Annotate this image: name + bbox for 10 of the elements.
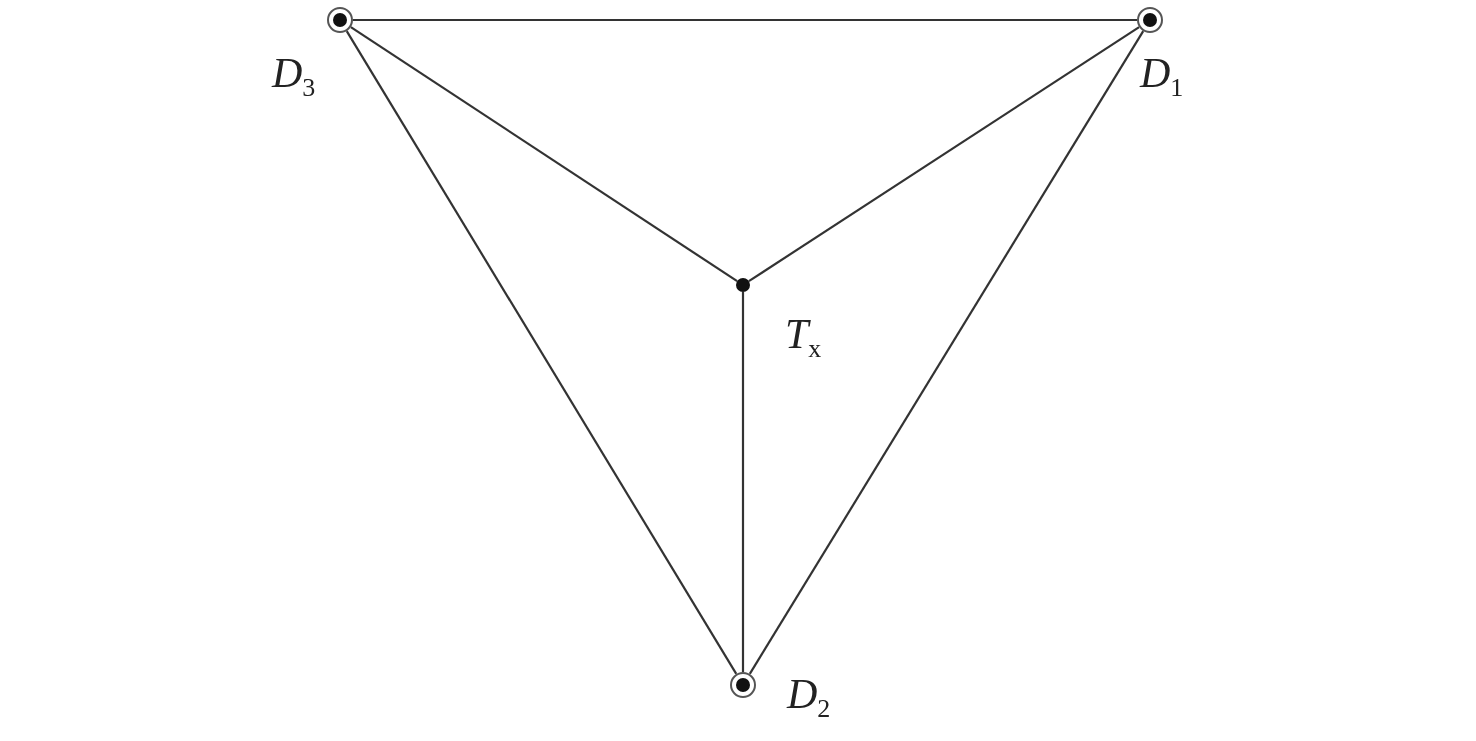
node-label: D$_{1}$ [1140, 52, 1184, 102]
connector-line [345, 30, 738, 675]
node-label: T$_{x}$ [785, 313, 822, 363]
node-label: D$_{2}$ [787, 673, 831, 723]
connector-line [748, 30, 1145, 675]
connector-line [741, 292, 745, 672]
connector-line [353, 18, 1137, 22]
node-label: D$_{3}$ [272, 52, 316, 102]
connector-line [748, 26, 1140, 283]
connector-line [350, 26, 738, 283]
